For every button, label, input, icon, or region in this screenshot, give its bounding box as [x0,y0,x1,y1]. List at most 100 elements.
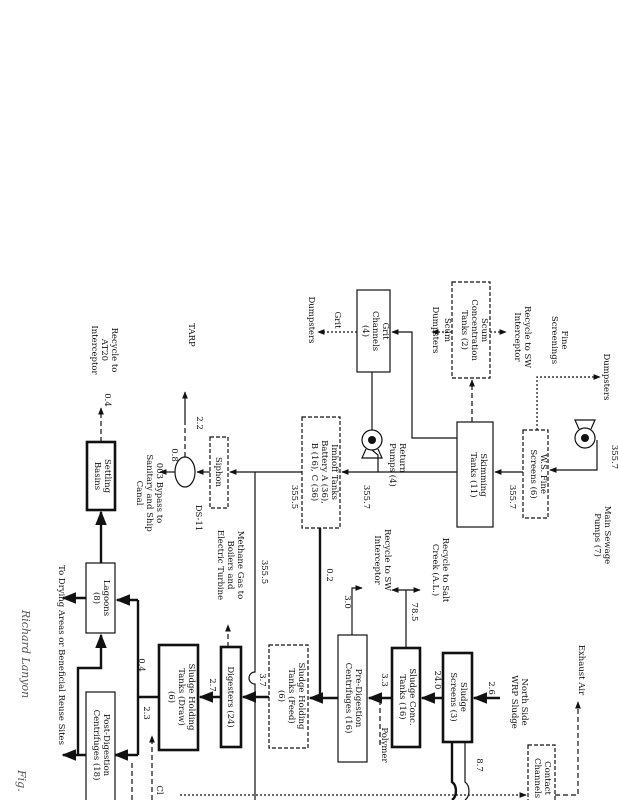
label-line: Pre-Digestion [353,669,363,728]
label-line: (8) [91,592,102,604]
label-line: WRP Sludge [509,675,519,729]
diagram-label: 78.5 [409,603,419,622]
diagram-label: Lagoons(8) [91,580,111,616]
exhaust-air-label: Exhaust Air [576,645,586,696]
pre-digestion-centrifuges-box: Pre-DigestionCentrifuges (16) [337,634,368,763]
flow-lines [61,329,601,800]
label-line: Dumpsters [430,306,440,353]
label-line: Tanks (16) [397,674,408,719]
label-line: Post-Digestion [101,714,111,777]
label-line: (4) [360,325,371,337]
return-pumps-label: ReturnPumps (4) [387,443,407,487]
diagram-label: Post-DigestionCentrifuges (18) [91,710,111,781]
label-line: Tanks (Feed) [286,668,297,723]
label-line: Channels [532,758,542,798]
label-line: AT20 [99,338,109,361]
label-line: Sludge Conc. [407,668,417,725]
grit-channels-box: GritChannels(4) [356,289,391,373]
diagram-label: 0.4 [102,393,112,407]
label-line: Grit [332,312,342,330]
label-line: Tanks (11) [468,452,479,497]
label-line: Sludge Holding [186,664,196,732]
label-line: Screens (3) [448,672,459,721]
label-line: Boilers and [225,541,235,591]
diagram-label: SludgeScreens (3) [448,672,468,721]
siphon-box: Siphon [209,436,229,509]
diagram-label: 0.2 [324,568,334,582]
label-line: Sludge [458,682,468,712]
diagram-label: Sludge HoldingTanks (Feed)(6) [276,663,306,731]
lagoons-box: Lagoons(8) [85,562,116,634]
label-line: Basins [92,462,102,490]
label-line: Main Sewage [602,506,612,564]
main-sewage-pumps-label: Main SewagePumps (7) [592,506,612,564]
post-digestion-centrifuges-box: Post-DigestionCentrifuges (18) [85,691,116,800]
label-line: B (16), C (36) [309,443,320,501]
diagram-label: 3.0 [342,595,352,609]
settling-basins-box: SettlingBasins [85,440,117,512]
diagram-label: Sludge Conc.Tanks (16) [397,668,417,725]
diagram-label: 2.2 [194,416,204,430]
label-line: Imhoff Tanks [329,444,339,500]
drying-areas-label: To Drying Areas or Beneficial Reuse Site… [56,565,66,745]
diagram-label: 2.6 [486,681,496,695]
label-line: Canal [134,481,144,506]
diagram-label: 2.3 [141,706,151,720]
label-line: Recycle to Salt [440,538,450,603]
label-line: Sludge Holding [296,663,306,731]
flow-values: 355.7 355.7 355.7 355.5 355.5 2.2 0.8 0.… [102,393,618,772]
label-line: Recycle to SW [382,529,392,591]
diagram-label: ScumConcentrationTanks (2) [459,299,489,361]
label-line: Tanks (2) [459,310,470,350]
figure-mark: Fig. [15,769,28,792]
label-line: Electric Turbine [215,530,225,600]
skimming-tanks-box: SkimmingTanks (11) [456,421,494,528]
label-line: Channels [370,311,380,351]
label-line: Fine [559,330,569,349]
label-line: Interceptor [89,325,99,375]
scum-concentration-tanks-box: ScumConcentrationTanks (2) [451,281,491,379]
sludge-screens-box: SludgeScreens (3) [441,651,474,744]
label-line: Dumpsters [306,296,316,343]
label-line: Return [397,443,407,473]
label-line: Contact [542,761,552,795]
free-labels: GritDumpsters ScumDumpsters Recycle to S… [56,296,612,794]
diagram-label: 355.7 [361,485,371,509]
label-line: (6) [166,691,177,703]
label-line: (6) [276,690,287,702]
label-line: Pumps (7) [592,513,603,557]
fine-screens-box: W.S. FineScreens (6) [522,429,549,519]
diagram-label: 2.7 [207,678,217,692]
diagram-label: 24.0 [432,671,442,690]
label-line: Sanitary and Ship [144,454,154,532]
label-line: Methane Gas to [235,531,245,599]
bypass-label: 003 Bypass toSanitary and ShipCanal [134,454,164,532]
handwritten-signature: Richard Lanyon [19,609,32,698]
diagram-label: 3.7 [257,673,267,687]
polymer-label: Polymer [379,727,389,763]
label-line: W.S. Fine [538,454,548,494]
label-line: Interceptor [512,312,522,362]
diagram-label: 355.5 [259,560,269,584]
label-line: North Side [519,678,529,725]
label-line: 003 Bypass to [154,463,164,523]
fine-screenings-label: FineScreenings [549,316,569,364]
diagram-label: Imhoff TanksBattery A (36),B (16), C (36… [309,440,339,504]
diagram-label: 0.4 [136,658,146,672]
diagram-label: Sludge HoldingTanks (Draw)(6) [166,664,196,732]
recycle-salt-creek-label: Recycle to SaltCreek (A.L.) [430,538,450,603]
label-line: Centrifuges (18) [91,710,102,781]
grit-dumpsters-label: Grit Dumpsters [306,296,342,343]
diagram-label: 355.7 [507,485,517,509]
methane-label: Methane Gas toBoilers andElectric Turbin… [215,530,245,600]
north-side-label: North SideWRP Sludge [509,675,529,729]
return-pump-icon [361,429,383,459]
label-line: Tanks (Draw) [176,668,187,726]
ds11-label: DS-11 [193,505,203,532]
diagram-label: GritChannels(4) [360,311,390,351]
diagram-label: Siphon [213,457,223,488]
tarp-label: TARP [186,323,196,347]
diagram-label: SettlingBasins [92,459,112,494]
label-line: Pumps (4) [387,443,398,487]
